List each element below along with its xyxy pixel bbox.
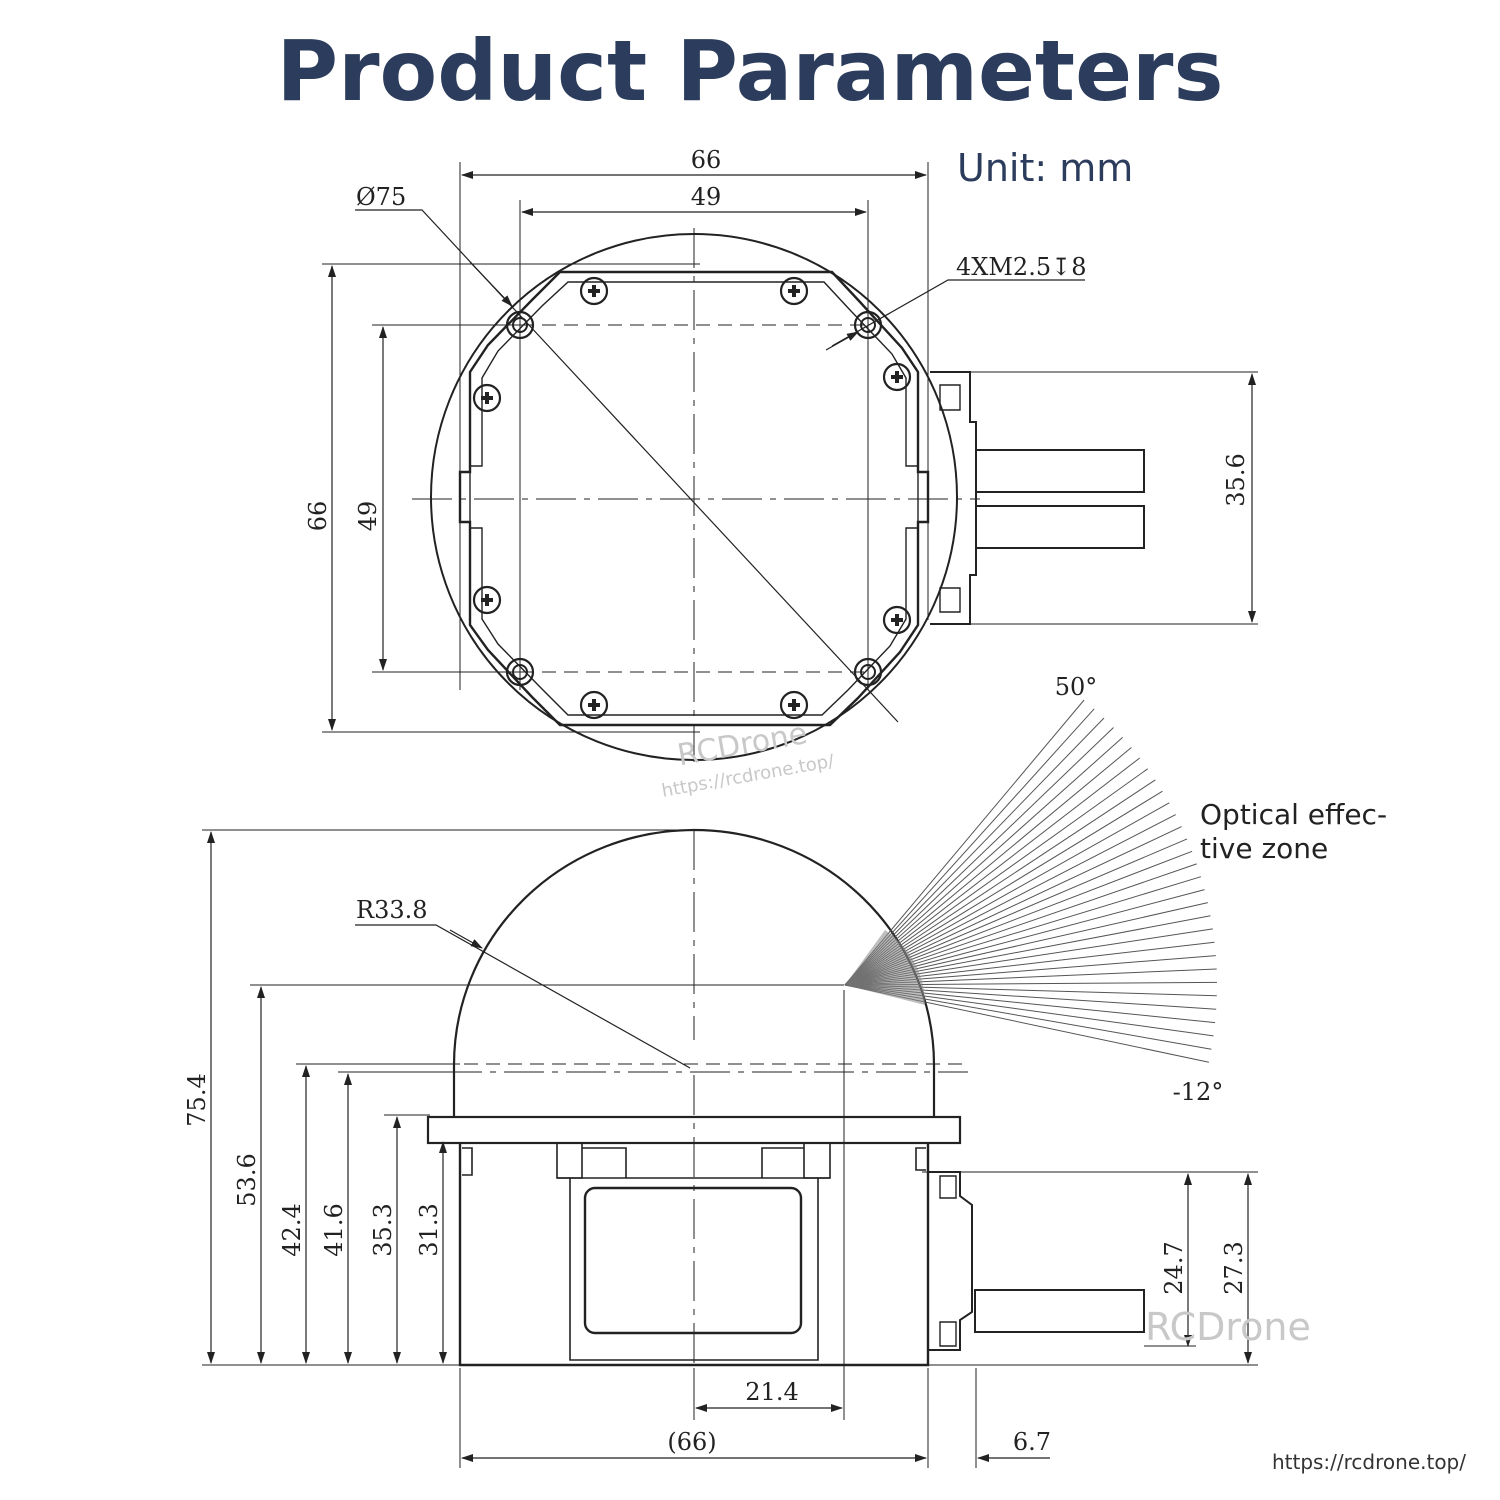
- diameter-label: Ø75: [356, 183, 406, 211]
- optical-zone-rays: [844, 699, 1218, 1063]
- page-title: Product Parameters: [276, 22, 1224, 120]
- top-height-holes-label: 49: [354, 501, 382, 532]
- optical-zone-label: Optical effec- tive zone: [1200, 798, 1387, 866]
- thread-label: 4XM2.5↧8: [956, 253, 1086, 281]
- height-label-31-3: 31.3: [415, 1203, 443, 1256]
- watermark-bottom-brand: RCDrone: [1145, 1305, 1311, 1349]
- offset-label: 21.4: [745, 1378, 798, 1406]
- optical-ray-shade: [845, 930, 926, 1005]
- height-label-35-3: 35.3: [369, 1203, 397, 1256]
- top-width-outer-label: 66: [691, 146, 722, 174]
- radius-label: R33.8: [356, 896, 428, 924]
- angle-bottom-label: -12°: [1173, 1078, 1224, 1106]
- height-label-75-4: 75.4: [183, 1073, 211, 1126]
- top-width-holes-label: 49: [691, 183, 722, 211]
- footer-url: https://rcdrone.top/: [1271, 1450, 1466, 1474]
- angle-top-label: 50°: [1055, 673, 1098, 701]
- connector-height-label: 35.6: [1222, 453, 1250, 506]
- top-view: [322, 162, 1258, 762]
- width-ref-label: (66): [667, 1428, 716, 1456]
- connector-label-24-7: 24.7: [1160, 1241, 1188, 1294]
- side-view: [202, 828, 1258, 1468]
- unit-label: Unit: mm: [957, 146, 1134, 190]
- connector-depth-label: 6.7: [1013, 1428, 1051, 1456]
- optical-zone-line-1: Optical effec-: [1200, 798, 1388, 831]
- connector-label-27-3: 27.3: [1220, 1241, 1248, 1294]
- top-height-outer-label: 66: [304, 501, 332, 532]
- height-label-53-6: 53.6: [233, 1153, 261, 1206]
- height-label-42-4: 42.4: [278, 1203, 306, 1256]
- optical-zone-line-2: tive zone: [1200, 832, 1329, 865]
- height-label-41-6: 41.6: [320, 1203, 348, 1256]
